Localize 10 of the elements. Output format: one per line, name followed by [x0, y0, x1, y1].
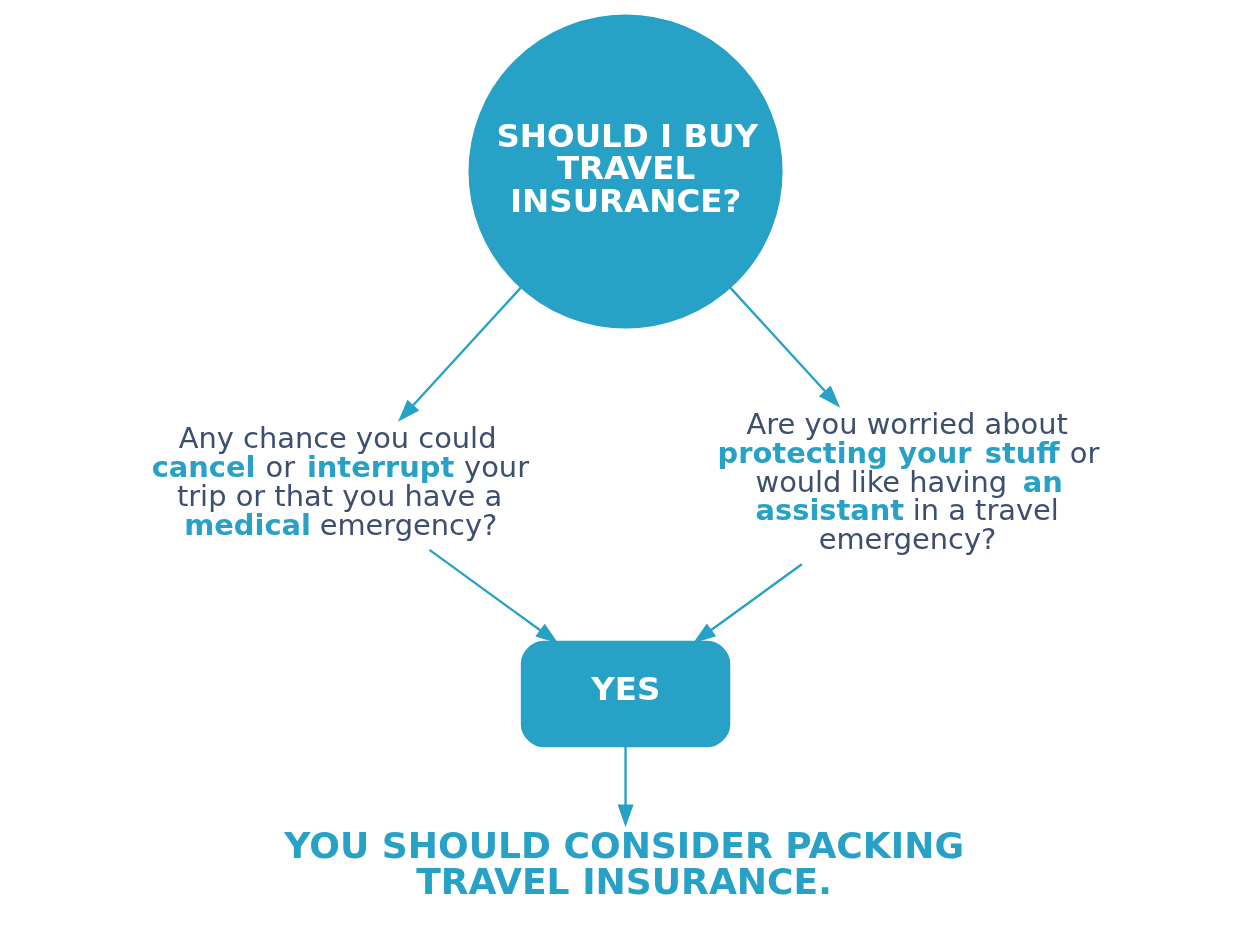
node-text: YOU SHOULD CONSIDER PACKING TRAVEL INSURANCE.	[283, 824, 964, 904]
arrow	[397, 286, 522, 422]
arrow	[728, 286, 840, 408]
node-text: Any chance you could cancel or interrupt your trip or that you have a medical emergency?	[151, 421, 529, 542]
arrow	[617, 746, 634, 828]
arrow	[428, 548, 558, 644]
arrow	[692, 563, 802, 644]
node-text: Are you worried about protecting your stuff or would like having an assistant in a travel emergency?	[717, 406, 1099, 557]
node-box: YES	[520, 640, 730, 748]
node-circle: SHOULD I BUY TRAVEL INSURANCE?	[468, 14, 783, 329]
